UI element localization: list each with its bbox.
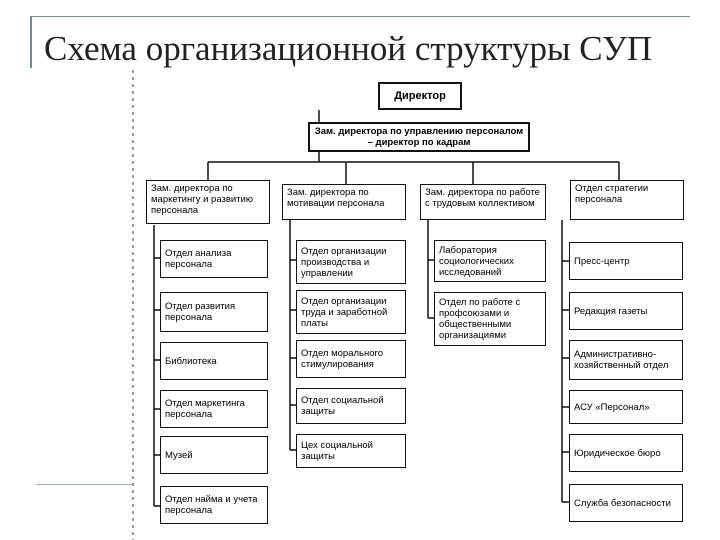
deputy-hr-box: Зам. директора по управлению персоналом … (308, 122, 530, 152)
org-chart: Директор Зам. директора по управлению пе… (132, 70, 702, 540)
unit-box: Цех социальной защиты (296, 434, 406, 468)
unit-box: Административно-хозяйственный отдел (569, 340, 683, 380)
decorative-bottom-rule (36, 484, 196, 485)
unit-box: Отдел морального стимулирования (296, 340, 406, 378)
unit-box: Отдел развития персонала (160, 292, 268, 332)
unit-box: Отдел маркетинга персонала (160, 390, 268, 428)
unit-box: Отдел анализа персонала (160, 240, 268, 278)
unit-box: Отдел по работе с профсоюзами и обществе… (434, 292, 546, 346)
unit-box: Юридическое бюро (569, 434, 683, 472)
unit-box: Отдел найма и учета персонала (160, 486, 268, 524)
unit-box: Лаборатория социологических исследований (434, 240, 546, 282)
column-head-workforce: Зам. директора по работе с трудовым колл… (420, 184, 546, 220)
unit-box: Библиотека (160, 342, 268, 380)
column-head-marketing: Зам. директора по маркетингу и развитию … (146, 180, 270, 224)
unit-box: Служба безопасности (569, 484, 683, 522)
decorative-vertical-rule (30, 16, 32, 68)
unit-box: Музей (160, 436, 268, 474)
unit-box: Отдел социальной защиты (296, 388, 406, 424)
unit-box: Пресс-центр (569, 242, 683, 280)
connector-lines (153, 110, 620, 507)
column-head-strategy: Отдел стратегии персонала (570, 180, 684, 220)
unit-box: Отдел организации труда и заработной пла… (296, 290, 406, 334)
unit-box: Редакция газеты (569, 292, 683, 330)
director-box: Директор (378, 82, 462, 110)
unit-box: Отдел организации производства и управле… (296, 240, 406, 284)
column-head-motivation: Зам. директора по мотивации персонала (282, 184, 406, 220)
slide-title: Схема организационной структуры СУП (44, 29, 653, 68)
unit-box: АСУ «Персонал» (569, 390, 683, 424)
decorative-top-rule (30, 16, 690, 17)
